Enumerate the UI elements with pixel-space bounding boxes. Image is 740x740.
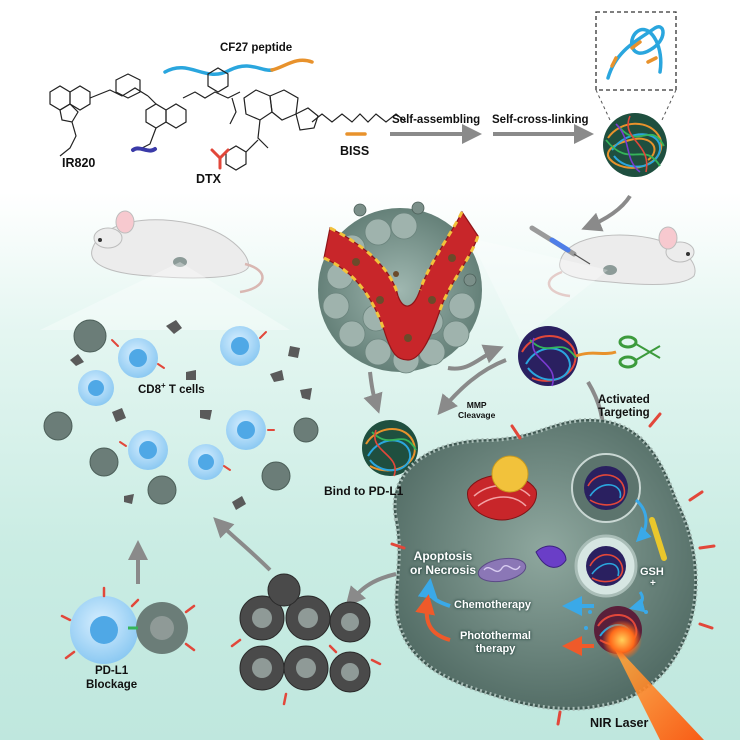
pdl1-line2: Blockage (86, 679, 138, 691)
photothermal-line1: Photothermal (460, 630, 531, 642)
activated-line1: Activated (598, 394, 650, 406)
mouse-left (91, 210, 264, 294)
cd8-suffix: T cells (165, 383, 205, 396)
activated-nanoparticle (518, 326, 578, 387)
arrow-release (629, 591, 646, 613)
self-assembling-label: Self-assembling (392, 114, 481, 126)
photothermal-line2: therapy (475, 643, 516, 655)
dtx-label: DTX (196, 172, 221, 186)
drug-rod (649, 517, 667, 561)
biss-structure (311, 113, 407, 123)
nir-laser-label: NIR Laser (590, 716, 649, 730)
arrow-mmp-to-bind (437, 358, 507, 416)
arrow-endosome-maturation (634, 498, 652, 543)
dtx-structure (182, 67, 319, 171)
gsh-label: GSH (640, 566, 664, 578)
peptide-tail (575, 350, 617, 358)
cf27-peptide-label: CF27 peptide (220, 42, 293, 54)
arrow-cell-to-debris (345, 572, 397, 608)
membrane-receptors (390, 412, 716, 726)
cross-linked-nanoparticle (603, 113, 667, 177)
ir820-structure (49, 73, 187, 157)
pdl1-line1: PD-L1 (94, 665, 129, 677)
injection-arrow (581, 194, 632, 232)
mitochondrion (477, 557, 527, 583)
tumor-zoom-cone-left (40, 262, 290, 330)
dying-tumor-cluster (230, 573, 382, 706)
arrow-tumor-to-bind (363, 371, 383, 414)
pdl1-blockage-tcell (60, 586, 140, 664)
bind-pdl1-label: Bind to PD-L1 (324, 484, 404, 498)
dtx-icon (210, 148, 230, 170)
pdl1-blockage-tumor-cell (128, 602, 196, 654)
activated-line2: Targeting (598, 407, 650, 419)
apoptosis-line2: or Necrosis (410, 563, 477, 577)
cd8-tcells-label: CD8+ T cells (138, 381, 205, 396)
golgi-apparatus (467, 455, 537, 521)
mouse-right (547, 226, 696, 298)
self-cross-linking-label: Self-cross-linking (492, 114, 589, 126)
arrow-debris-to-tcells (213, 517, 272, 572)
apoptosis-line1: Apoptosis (413, 549, 473, 563)
syringe (529, 225, 591, 265)
blood-vessel (323, 210, 480, 361)
arrow-tumor-to-mmp (447, 344, 504, 371)
mmp-line1: MMP (466, 400, 487, 410)
pdl1-binding-nanoparticle (362, 420, 418, 477)
cd8-prefix: CD8 (138, 383, 162, 396)
arrow-to-apoptosis-red (415, 594, 451, 642)
peptide-zoom-box (595, 11, 677, 121)
gsh-plus-sign: + (650, 578, 656, 589)
tumor-zoom-cone-right (470, 238, 608, 340)
endoplasmic-structure (535, 545, 567, 568)
cf27-peptide-strand (163, 58, 314, 76)
nir-laser-beam (602, 620, 704, 740)
mmp-line2: Cleavage (458, 410, 496, 420)
scissors-icon (618, 335, 661, 369)
ir820-icon (131, 146, 157, 153)
cd8-superscript: + (161, 381, 166, 390)
tumor-cells-on-vessel (353, 201, 477, 287)
cd8-tcell-group (43, 319, 319, 510)
endosome-lower (574, 534, 638, 598)
chemotherapy-label: Chemotherapy (454, 599, 532, 611)
biss-label: BISS (340, 144, 370, 158)
endosome-upper (571, 453, 641, 523)
ir820-label: IR820 (62, 156, 96, 170)
